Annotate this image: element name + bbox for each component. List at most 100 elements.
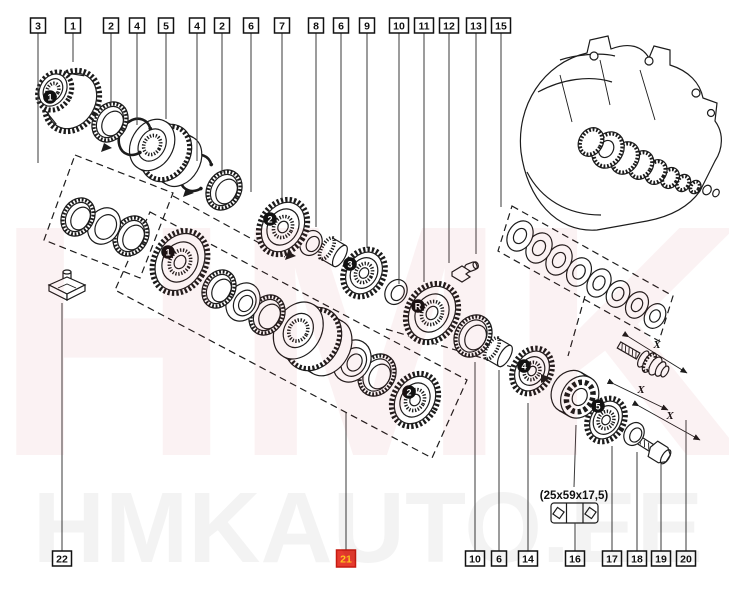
callout-bottom-20[interactable]: 20 — [675, 420, 697, 567]
svg-text:13: 13 — [470, 21, 482, 33]
gear-kit-group-box — [114, 211, 468, 459]
pointer-arrows — [101, 143, 551, 383]
svg-text:2: 2 — [406, 387, 411, 397]
washer-set[interactable] — [502, 216, 671, 332]
washer-3rd[interactable] — [380, 275, 411, 308]
synchro-rings-group-box — [43, 154, 174, 279]
svg-text:15: 15 — [495, 21, 507, 33]
callout-top-13[interactable]: 13 — [465, 17, 487, 254]
callout-top-3[interactable]: 3 — [29, 17, 47, 163]
callout-bottom-21-highlighted[interactable]: 21 — [335, 413, 357, 568]
svg-text:10: 10 — [469, 554, 481, 566]
svg-text:2: 2 — [267, 214, 272, 224]
gear-1st-input[interactable] — [22, 53, 113, 145]
callout-top-9[interactable]: 9 — [358, 17, 376, 248]
callout-bottom-14[interactable]: 14 — [517, 403, 539, 567]
svg-text:7: 7 — [279, 21, 285, 33]
svg-text:1: 1 — [70, 21, 76, 33]
callout-bottom-19[interactable]: 19 — [650, 463, 672, 567]
svg-text:6: 6 — [338, 21, 344, 33]
badge-gear-2: 2 — [263, 212, 277, 226]
badge-gear-1-input: 1 — [43, 90, 57, 104]
svg-text:5: 5 — [163, 21, 169, 33]
svg-text:3: 3 — [347, 259, 352, 269]
svg-text:R: R — [415, 301, 422, 311]
svg-text:21: 21 — [340, 554, 352, 566]
svg-text:4: 4 — [194, 21, 200, 33]
svg-text:6: 6 — [496, 554, 502, 566]
svg-text:18: 18 — [631, 554, 643, 566]
callout-top-2b[interactable]: 2 — [213, 17, 231, 173]
svg-text:20: 20 — [680, 554, 692, 566]
callout-bottom-22[interactable]: 22 — [51, 303, 73, 567]
dim-label-1: X — [652, 339, 661, 351]
dim-label-3: X — [665, 410, 674, 422]
svg-text:17: 17 — [606, 554, 618, 566]
svg-text:4: 4 — [134, 21, 140, 33]
bearing-spec: (25x59x17,5) — [540, 424, 609, 551]
dashed-connector-3 — [567, 295, 586, 357]
callout-bottom-10[interactable]: 10 — [464, 362, 486, 567]
synchro-ring-c1[interactable] — [195, 264, 243, 315]
badge-gear-4: 4 — [517, 359, 531, 373]
badge-gear-5: 5 — [591, 399, 605, 413]
callout-bottom-17[interactable]: 17 — [601, 446, 623, 567]
badge-gear-1-output: 1 — [161, 245, 175, 259]
svg-text:11: 11 — [418, 21, 429, 33]
callout-top-4[interactable]: 4 — [128, 17, 146, 125]
synchro-ring-set[interactable] — [54, 192, 156, 263]
dim-label-2: X — [636, 384, 645, 396]
callout-bottom-18[interactable]: 18 — [626, 452, 648, 567]
svg-text:9: 9 — [364, 21, 370, 33]
gear-2nd[interactable] — [246, 188, 320, 267]
callout-top-7[interactable]: 7 — [273, 17, 291, 199]
svg-text:16: 16 — [569, 554, 581, 566]
ball-bearing[interactable] — [544, 363, 607, 425]
callout-top-8[interactable]: 8 — [307, 17, 325, 227]
svg-text:12: 12 — [443, 21, 455, 33]
svg-text:14: 14 — [522, 554, 534, 566]
synchro-hub-1-2[interactable] — [119, 109, 212, 197]
callout-top-10[interactable]: 10 — [388, 17, 410, 284]
svg-text:4: 4 — [521, 361, 526, 371]
callout-top-6[interactable]: 6 — [242, 17, 260, 192]
gearbox-housing[interactable] — [519, 35, 722, 231]
svg-text:2: 2 — [108, 21, 114, 33]
svg-text:10: 10 — [393, 21, 405, 33]
callout-top-6b[interactable]: 6 — [332, 17, 350, 241]
svg-text:22: 22 — [56, 554, 68, 566]
callout-top-15[interactable]: 15 — [490, 17, 512, 207]
callout-bottom-16[interactable]: 16 — [564, 550, 586, 567]
svg-text:3: 3 — [35, 21, 41, 33]
synchro-ring-b[interactable] — [199, 163, 249, 216]
dimension-lines: X X X — [606, 331, 701, 441]
synchro-hub-3-4[interactable] — [262, 290, 363, 387]
svg-text:2: 2 — [219, 21, 225, 33]
interlock-key[interactable] — [451, 265, 472, 283]
gear-reverse[interactable] — [392, 271, 472, 355]
needle-bearing-1[interactable] — [317, 236, 351, 269]
callout-top-1[interactable]: 1 — [64, 17, 82, 62]
callout-top-11[interactable]: 11 — [413, 17, 435, 282]
retainer-clip[interactable] — [47, 269, 87, 301]
badge-gear-reverse: R — [411, 299, 425, 313]
callout-top-5[interactable]: 5 — [157, 17, 175, 119]
svg-text:5: 5 — [595, 401, 600, 411]
housing-gear-stack — [577, 127, 720, 198]
badge-gear-3: 3 — [343, 257, 357, 271]
svg-text:19: 19 — [655, 554, 667, 566]
svg-text:6: 6 — [248, 21, 254, 33]
callout-bottom-6[interactable]: 6 — [490, 370, 508, 567]
badge-gear-2-output: 2 — [402, 385, 416, 399]
watermark-bottom: HMKAUTO.EE — [33, 472, 703, 584]
callout-top-12[interactable]: 12 — [438, 17, 460, 263]
svg-text:1: 1 — [165, 247, 170, 257]
needle-bearing-2[interactable] — [482, 336, 516, 369]
callout-top-4b[interactable]: 4 — [188, 17, 206, 161]
callout-top-2[interactable]: 2 — [102, 17, 120, 104]
svg-text:8: 8 — [313, 21, 319, 33]
bearing-spec-label: (25x59x17,5) — [540, 490, 609, 502]
synchro-ring-reverse[interactable] — [446, 308, 499, 364]
